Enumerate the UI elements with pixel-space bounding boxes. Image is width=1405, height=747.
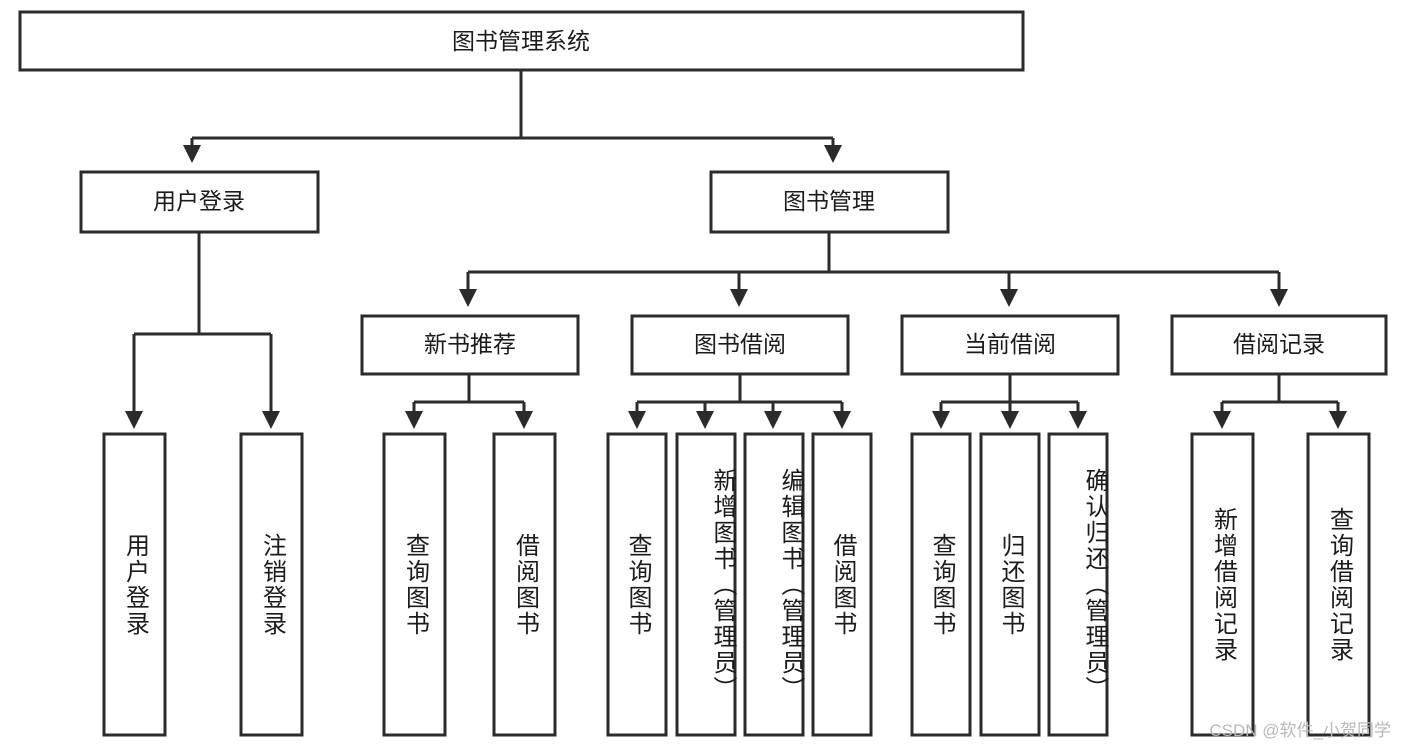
node-user-login[interactable]: 用户登录	[79, 170, 320, 234]
connector-newbook-to-leaves	[405, 374, 533, 429]
node-book-borrow[interactable]: 图书借阅	[630, 314, 850, 376]
leaf-box-query-book-nb[interactable]	[382, 432, 447, 737]
connector-root-to-level2	[183, 70, 842, 163]
node-borrow-record-label: 借阅记录	[1233, 331, 1325, 357]
node-root-system[interactable]: 图书管理系统	[18, 10, 1025, 72]
leaf-box-logout[interactable]	[239, 432, 304, 737]
connector-userlogin-to-leaves	[125, 232, 280, 429]
node-new-book-recommend[interactable]: 新书推荐	[360, 314, 580, 376]
node-new-book-recommend-label: 新书推荐	[424, 331, 516, 357]
csdn-watermark: CSDN @软件_小贺同学	[1209, 721, 1391, 740]
leaf-box-confirm-return-admin[interactable]	[1047, 432, 1109, 737]
leaf-box-user-login[interactable]	[102, 432, 167, 737]
leaf-box-query-book-cb[interactable]	[910, 432, 972, 737]
leaf-box-borrow-book-nb[interactable]	[492, 432, 557, 737]
leaf-box-add-borrow-record[interactable]	[1190, 432, 1255, 737]
node-current-borrow-label: 当前借阅	[964, 331, 1056, 357]
leaf-box-borrow-book-bb[interactable]	[811, 432, 873, 737]
connector-borrowrecord-to-leaves	[1213, 374, 1347, 429]
node-book-management-label: 图书管理	[783, 188, 875, 214]
leaf-box-return-book[interactable]	[979, 432, 1041, 737]
node-book-borrow-label: 图书借阅	[694, 331, 786, 357]
leaf-box-edit-book-admin[interactable]	[743, 432, 805, 737]
node-root-system-label: 图书管理系统	[452, 28, 590, 54]
connector-currentborrow-to-leaves	[932, 374, 1087, 429]
leaf-box-query-borrow-record[interactable]	[1306, 432, 1371, 737]
node-user-login-label: 用户登录	[153, 188, 245, 214]
node-current-borrow[interactable]: 当前借阅	[900, 314, 1120, 376]
leaf-box-add-book-admin[interactable]	[675, 432, 737, 737]
connector-bookborrow-to-leaves	[628, 374, 851, 429]
leaf-box-query-book-bb[interactable]	[606, 432, 668, 737]
node-borrow-record[interactable]: 借阅记录	[1170, 314, 1388, 376]
connector-bookmgmt-to-level3	[459, 232, 1288, 307]
node-book-management[interactable]: 图书管理	[709, 170, 950, 234]
